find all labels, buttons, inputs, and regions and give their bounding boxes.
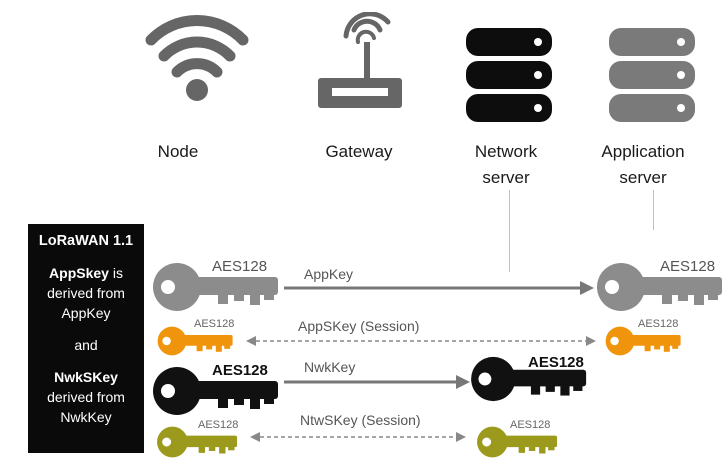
row4-start-label: AES128	[198, 419, 239, 431]
appkey-arrow	[284, 281, 594, 295]
appskey-app-server-key-icon	[598, 326, 690, 356]
network-server-label: Network server	[474, 142, 538, 187]
row3-end-label: AES128	[528, 354, 584, 371]
appkey-node-key-icon	[150, 262, 284, 312]
row3-arrow-label: NwkKey	[304, 359, 356, 375]
nwkkey-node-key-icon	[150, 366, 284, 416]
row2-end-label: AES128	[638, 318, 679, 330]
node-label: Node	[157, 142, 199, 161]
row1-arrow-label: AppKey	[304, 266, 354, 282]
row3-start-label: AES128	[212, 362, 268, 379]
appskey-arrow	[246, 336, 596, 346]
appskey-note: AppSkey is derived from AppKey	[47, 265, 125, 321]
and-text: and	[74, 337, 98, 353]
router-icon	[318, 12, 402, 108]
appskey-node-key-icon	[150, 326, 242, 356]
application-server-label: Application server	[601, 142, 685, 187]
explanation-box: LoRaWAN 1.1 AppSkey is derived from AppK…	[28, 224, 144, 453]
row1-end-label: AES128	[660, 258, 716, 275]
gateway-label: Gateway	[325, 142, 393, 161]
nwkkey-network-server-key-icon	[468, 356, 592, 402]
network-server-icon	[466, 28, 552, 122]
application-server-icon	[609, 28, 695, 122]
row4-end-label: AES128	[510, 419, 551, 431]
ntwskey-network-server-key-icon	[470, 426, 566, 458]
wifi-icon	[145, 15, 249, 101]
application-server-guide	[653, 190, 654, 230]
appkey-app-server-key-icon	[594, 262, 728, 312]
nwkkey-arrow	[284, 375, 470, 389]
sidebar-title: LoRaWAN 1.1	[38, 233, 134, 249]
nwkskey-note: NwkSKey derived from NwkKey	[47, 369, 125, 425]
ntwskey-arrow	[250, 432, 466, 442]
row1-start-label: AES128	[212, 258, 268, 275]
ntwskey-node-key-icon	[150, 426, 246, 458]
row2-arrow-label: AppSKey (Session)	[298, 318, 420, 334]
row4-arrow-label: NtwSKey (Session)	[300, 412, 421, 428]
network-server-guide	[509, 190, 510, 272]
row2-start-label: AES128	[194, 318, 235, 330]
